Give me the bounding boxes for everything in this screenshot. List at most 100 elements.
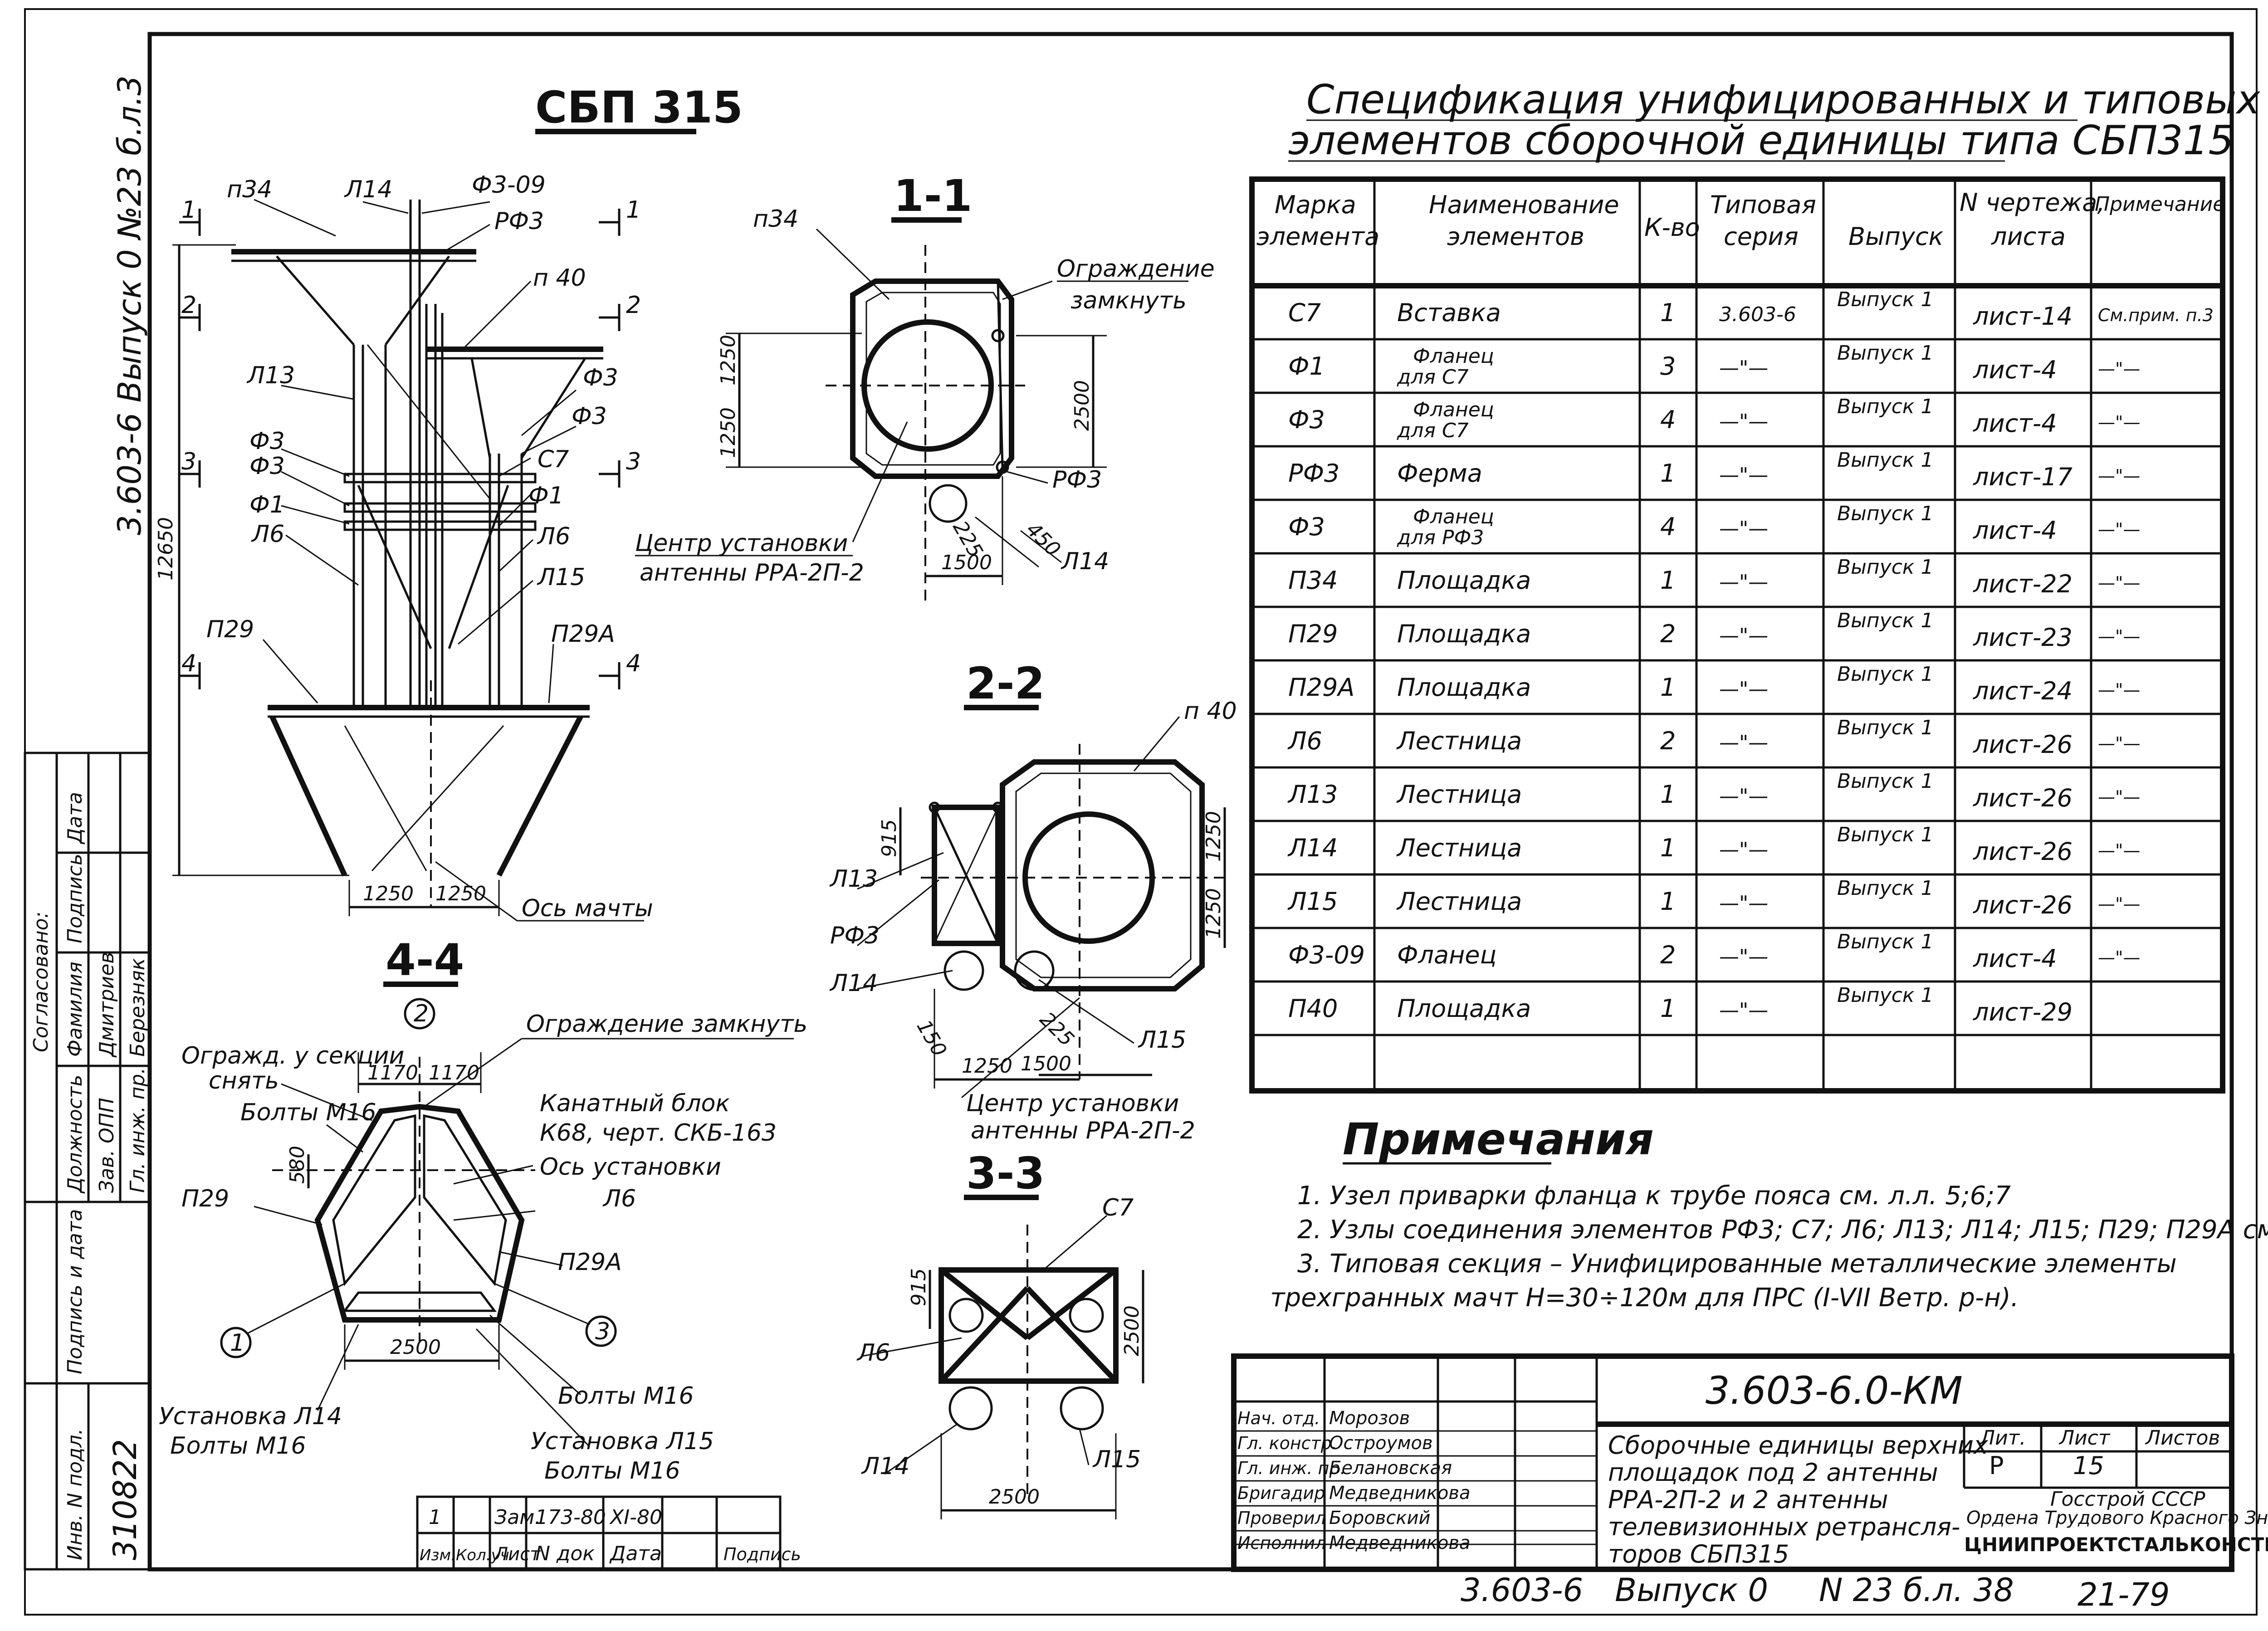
- cut-4-right: 4: [626, 650, 641, 677]
- s11-dim-1250b: 1250: [717, 407, 740, 458]
- label-f1-right: Ф1: [528, 482, 564, 509]
- section-4-4-title: 4-4: [386, 935, 464, 986]
- spec-name-2: для С7: [1397, 419, 1469, 442]
- spec-issue: Выпуск 1: [1837, 823, 1933, 846]
- s11-center-line2: антенны РРА-2П-2: [640, 559, 864, 586]
- label-c7: С7: [538, 446, 569, 473]
- rev-h-izm: Изм.: [420, 1546, 456, 1564]
- spec-note: —"—: [2098, 359, 2140, 379]
- spec-issue: Выпуск 1: [1837, 877, 1933, 900]
- spec-mark: Ф1: [1288, 352, 1325, 381]
- s44-circle-2: 2: [414, 1000, 429, 1027]
- spec-name: Фланец: [1397, 941, 1496, 969]
- s33-dim-915: 915: [907, 1268, 930, 1306]
- spec-sheet: лист-4: [1973, 409, 2057, 438]
- spec-name: Лестница: [1396, 727, 1522, 755]
- s44-bolts-1: Болты М16: [240, 1099, 376, 1126]
- s11-dim-450: 450: [1022, 518, 1065, 561]
- spec-issue: Выпуск 1: [1837, 930, 1933, 953]
- spec-h-name1: Наименование: [1429, 190, 1619, 219]
- label-l15: Л15: [537, 564, 585, 591]
- spec-issue: Выпуск 1: [1837, 609, 1933, 632]
- spec-table-border: [1249, 176, 2225, 1094]
- approval-block: Согласовано: Должность Фамилия Подпись Д…: [24, 752, 151, 1571]
- s11-rf3: РФ3: [1052, 466, 1102, 493]
- stamp-surname: Медведникова: [1329, 1533, 1470, 1553]
- specification: Спецификация унифицированных и типовых э…: [1249, 76, 2260, 1094]
- rev-h-list: Лист: [494, 1544, 541, 1565]
- spec-h-qty: К-во: [1644, 213, 1700, 242]
- rev-h-doc: N док: [535, 1542, 595, 1565]
- spec-mark: Л6: [1287, 727, 1322, 755]
- dim-1250-left: 1250: [363, 882, 414, 905]
- spec-name: Площадка: [1397, 620, 1531, 648]
- cut-3-left: 3: [181, 448, 196, 475]
- stamp-code: 3.603-6.0-КМ: [1706, 1368, 1963, 1413]
- spec-series: 3.603-6: [1719, 303, 1796, 326]
- s11-dim-1250a: 1250: [717, 335, 740, 386]
- spec-mark: П29А: [1288, 673, 1354, 702]
- s11-fence-close: замкнуть: [1070, 287, 1187, 314]
- spec-sheet: лист-4: [1973, 356, 2057, 384]
- main-title: СБП 315: [535, 82, 743, 133]
- spec-qty: 1: [1660, 994, 1676, 1023]
- s22-dim-225: 225: [1035, 1008, 1078, 1051]
- note-1: 1. Узел приварки фланца к трубе пояса см…: [1297, 1181, 2011, 1211]
- rev-date: XI-80: [609, 1506, 662, 1529]
- spec-h-note: Примечание: [2095, 193, 2225, 216]
- stamp-desc-5: торов СБП315: [1608, 1540, 1789, 1568]
- s33-dim-2500v: 2500: [1120, 1305, 1144, 1356]
- stamp-role: Проверил: [1237, 1508, 1326, 1528]
- stamp-sheet-number: 15: [2073, 1451, 2104, 1480]
- spec-qty: 2: [1660, 620, 1676, 648]
- spec-name: Лестница: [1396, 887, 1522, 916]
- stamp-surname: Остроумов: [1329, 1433, 1433, 1454]
- s22-dim-1250b: 1250: [1202, 888, 1225, 939]
- spec-qty: 4: [1660, 405, 1676, 434]
- spec-sheet: лист-23: [1973, 623, 2072, 652]
- spec-note: —"—: [2098, 840, 2140, 860]
- elevation-labels: п34 Л14 Ф3-09 РФ3 п 40 Л13 Ф3 Ф3 Ф3 Ф3 С…: [154, 171, 653, 922]
- section-4-4-labels: 2 1 3 1170 1170 580 2500 Ограждение замк…: [159, 1000, 807, 1485]
- spec-sheet: лист-26: [1973, 730, 2072, 759]
- stamp-surname: Медведникова: [1329, 1483, 1470, 1504]
- surname-2: Березняк: [126, 958, 149, 1057]
- label-l6-right: Л6: [537, 523, 570, 550]
- s22-l14: Л14: [829, 970, 878, 997]
- spec-mark: Ф3: [1288, 513, 1325, 541]
- stamp-org-1: Госстрой СССР: [2050, 1488, 2205, 1511]
- spec-issue: Выпуск 1: [1837, 395, 1933, 418]
- s33-l15: Л15: [1092, 1446, 1141, 1473]
- stamp-lit: Р: [1989, 1451, 2004, 1480]
- spec-note: —"—: [2098, 573, 2140, 593]
- s11-p34: п34: [753, 205, 798, 233]
- spec-series: —"—: [1719, 678, 1768, 701]
- spec-sheet: лист-17: [1973, 463, 2072, 491]
- stamp-surname: Морозов: [1329, 1408, 1410, 1429]
- spec-title-line2: элементов сборочной единицы типа СБП315: [1288, 117, 2234, 164]
- spec-h-mark1: Марка: [1275, 190, 1356, 219]
- s22-l13: Л13: [829, 865, 878, 893]
- stamp-role: Гл. констр.: [1237, 1433, 1337, 1453]
- s44-axis-line2: Л6: [602, 1185, 636, 1212]
- s22-center-line2: антенны РРА-2П-2: [971, 1117, 1195, 1144]
- spec-note: —"—: [2098, 787, 2140, 807]
- cut-1-right: 1: [626, 196, 641, 224]
- spec-name: Фланец: [1413, 345, 1494, 368]
- stamp-desc-1: Сборочные единицы верхних: [1608, 1431, 1989, 1460]
- spec-qty: 2: [1660, 727, 1676, 755]
- label-f3-right1: Ф3: [583, 364, 618, 391]
- section-1-1-title: 1-1: [894, 171, 972, 221]
- s22-dim-1250c: 1250: [962, 1055, 1012, 1078]
- s33-l6: Л6: [856, 1339, 890, 1367]
- label-l14: Л14: [344, 176, 392, 203]
- label-l13: Л13: [246, 362, 295, 389]
- s44-dim-2500: 2500: [390, 1336, 441, 1359]
- position-header: Должность: [64, 1075, 87, 1194]
- section-1-1: 1-1: [635, 171, 1188, 603]
- spec-mark: П40: [1288, 994, 1338, 1023]
